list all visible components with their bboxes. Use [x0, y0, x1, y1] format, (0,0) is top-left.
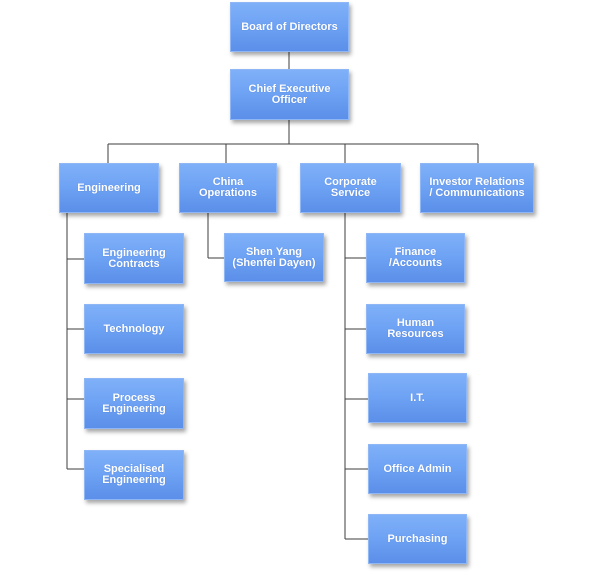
technology-label: Technology — [103, 322, 165, 335]
corporate-service-box: Corporate Service — [300, 163, 401, 213]
process-engineering-box: Process Engineering — [84, 378, 184, 429]
china-operations-box: China Operations — [179, 163, 277, 213]
it-label: I.T. — [410, 391, 425, 404]
engineering-label: Engineering — [77, 181, 141, 194]
ceo-box: Chief Executive Officer — [230, 69, 349, 120]
investor-relations-label: Investor Relations / Communications — [429, 176, 525, 199]
office-admin-box: Office Admin — [368, 444, 467, 494]
specialised-engineering-box: Specialised Engineering — [84, 450, 184, 500]
finance-accounts-box: Finance /Accounts — [366, 233, 465, 283]
finance-accounts-label: Finance /Accounts — [388, 246, 443, 269]
corporate-service-label: Corporate Service — [324, 176, 377, 199]
investor-relations-box: Investor Relations / Communications — [420, 163, 534, 213]
board-of-directors-label: Board of Directors — [241, 20, 338, 33]
engineering-contracts-label: Engineering Contracts — [102, 246, 166, 270]
china-operations-label: China Operations — [198, 176, 258, 199]
engineering-contracts-box: Engineering Contracts — [84, 233, 184, 284]
ceo-label: Chief Executive Officer — [248, 82, 331, 106]
office-admin-label: Office Admin — [383, 462, 452, 475]
specialised-engineering-label: Specialised Engineering — [102, 463, 166, 486]
human-resources-box: Human Resources — [366, 304, 465, 354]
it-box: I.T. — [368, 373, 467, 423]
purchasing-label: Purchasing — [387, 532, 448, 545]
engineering-box: Engineering — [59, 163, 159, 213]
board-of-directors-box: Board of Directors — [230, 2, 349, 52]
human-resources-label: Human Resources — [387, 317, 444, 340]
technology-box: Technology — [84, 304, 184, 354]
purchasing-box: Purchasing — [368, 514, 467, 564]
shen-yang-box: Shen Yang (Shenfei Dayen) — [224, 233, 324, 282]
process-engineering-label: Process Engineering — [102, 391, 166, 415]
shen-yang-label: Shen Yang (Shenfei Dayen) — [232, 245, 316, 269]
